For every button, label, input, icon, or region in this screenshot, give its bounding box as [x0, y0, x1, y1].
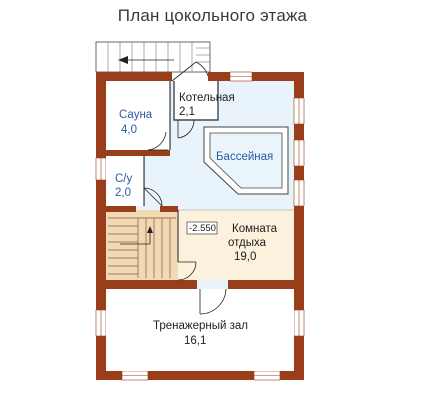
level-mark: -2.550	[189, 223, 216, 234]
interior-stair	[108, 217, 176, 278]
pool-name: Бассейная	[216, 151, 273, 163]
pool	[203, 126, 289, 195]
level-mark-box	[186, 221, 218, 235]
wc-area: 2,0	[115, 187, 131, 199]
sauna-area: 4,0	[121, 124, 137, 136]
rest-room-floor	[178, 210, 294, 280]
boiler-floor	[175, 81, 217, 119]
wc-name: С/у	[115, 173, 133, 185]
stair-hall-floor	[106, 210, 178, 280]
doors	[143, 61, 227, 315]
stair-arrow-icon	[118, 56, 128, 64]
wc-floor	[106, 156, 144, 206]
boiler-name: Котельная	[179, 92, 235, 104]
sauna-name: Сауна	[119, 109, 153, 121]
gym-name: Тренажерный зал	[153, 320, 248, 332]
rest-area: 19,0	[234, 251, 256, 263]
rest-name-line2: отдыха	[228, 237, 267, 249]
entrance-stair	[95, 41, 211, 73]
stair-up-arrow-icon	[147, 226, 153, 233]
boiler-area: 2,1	[179, 106, 195, 118]
gym-area: 16,1	[184, 335, 206, 347]
plan-title: План цокольного этажа	[117, 6, 308, 25]
rest-name-line1: Комната	[232, 223, 278, 235]
sauna-floor	[106, 81, 170, 150]
outer-walls	[96, 72, 304, 380]
